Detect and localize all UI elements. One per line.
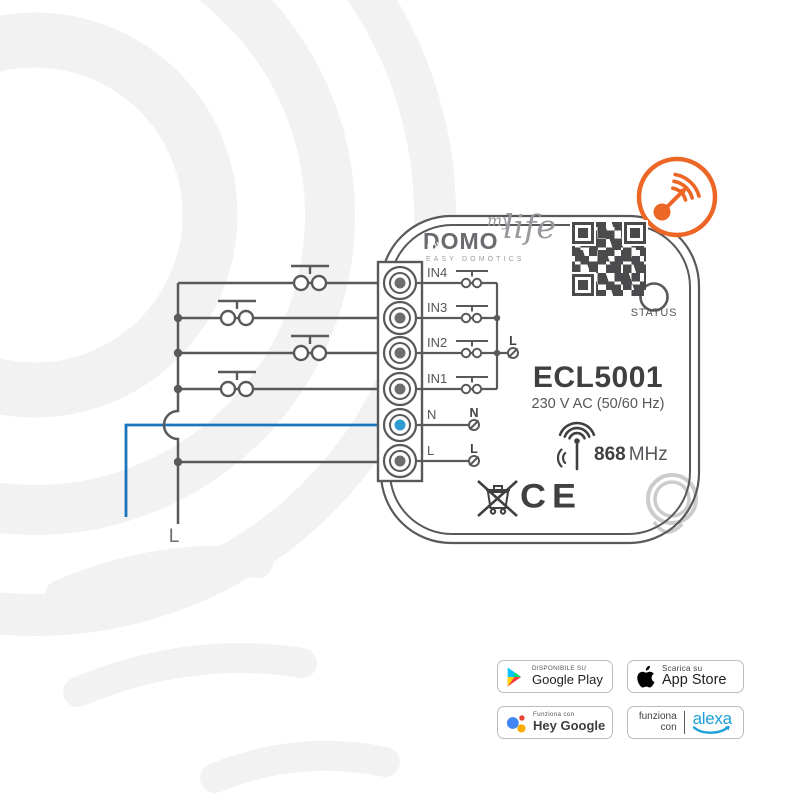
qr-code [572,222,646,296]
terminal-label-in4: IN4 [427,265,448,280]
hey-google-badge: Funziona con Hey Google [497,706,613,739]
badge-tagline: DISPONIBILE SU [532,665,587,673]
push-button-in3 [218,299,256,327]
logo-prefix: my [487,211,512,230]
external-wiring [124,281,392,524]
terminal-in3 [382,300,418,336]
model-number: ECL5001 [532,361,664,394]
terminal-in4 [382,265,418,301]
screw-label-n: N [469,406,479,420]
alexa-logo: alexa [692,708,732,728]
push-button-in2 [291,334,329,362]
google-assistant-icon [506,714,526,733]
junction-dots [173,313,183,467]
terminal-label-l: L [427,443,435,458]
terminal-n [382,407,418,443]
badge-store-name: Google Play [532,671,603,687]
radio-frequency: 868 MHz [594,444,668,466]
qr-finder-icon [624,222,646,244]
google-play-badge: DISPONIBILE SU Google Play [497,660,613,693]
screw-terminal-l [468,455,480,467]
badge-tagline: Scarica su [662,663,703,673]
app-store-badge: Scarica su App Store [627,660,744,693]
push-button-in1 [218,370,256,398]
logo-tagline: EASY DOMOTICS [426,256,525,263]
logo-name: DOMO [423,228,499,254]
mini-switch-symbols [456,270,488,395]
badge-store-name: App Store [662,672,727,689]
badge-tagline: funziona con [638,711,677,733]
screw-label-l-top: L [509,334,517,348]
terminal-label-in1: IN1 [427,371,448,386]
badge-tagline: Funziona con [533,711,575,719]
rf-transmitter-icon [636,156,718,238]
logo-suffix: life [503,207,556,246]
frequency-value: 868 [594,444,626,465]
terminal-label-in2: IN2 [427,335,448,350]
screw-terminal-l-top [507,347,519,359]
watermark-rings [0,0,456,793]
terminal-in1 [382,371,418,407]
badge-divider [683,711,686,734]
google-play-icon [507,667,522,686]
power-rating: 230 V AC (50/60 Hz) [531,396,665,412]
status-label: STATUS [630,307,678,319]
alexa-smile-icon [692,725,731,734]
terminal-in2 [382,335,418,371]
terminal-l [382,443,418,479]
terminal-label-n: N [427,407,437,422]
weee-bin-icon [477,480,518,517]
qr-finder-icon [572,222,594,244]
ce-mark: CE [520,476,583,515]
speaker-icon [427,241,440,252]
badge-store-name: Hey Google [533,717,606,733]
screw-label-l: L [470,442,478,456]
push-button-in4 [291,264,329,292]
screw-terminal-n [468,419,480,431]
status-led [639,282,669,312]
supply-line-label: L [168,526,180,547]
push-button-symbols [218,264,329,398]
screw-terminal-symbols [468,347,519,467]
alexa-badge: funziona con alexa [627,706,744,739]
line-bus-wire [162,283,180,524]
apple-icon [637,665,655,688]
terminals [382,265,418,479]
terminal-label-in3: IN3 [427,300,448,315]
internal-wiring [408,270,519,467]
qr-finder-icon [572,274,594,296]
antenna-icon [556,421,596,471]
frequency-unit: MHz [628,444,668,465]
neutral-wire [124,423,392,517]
